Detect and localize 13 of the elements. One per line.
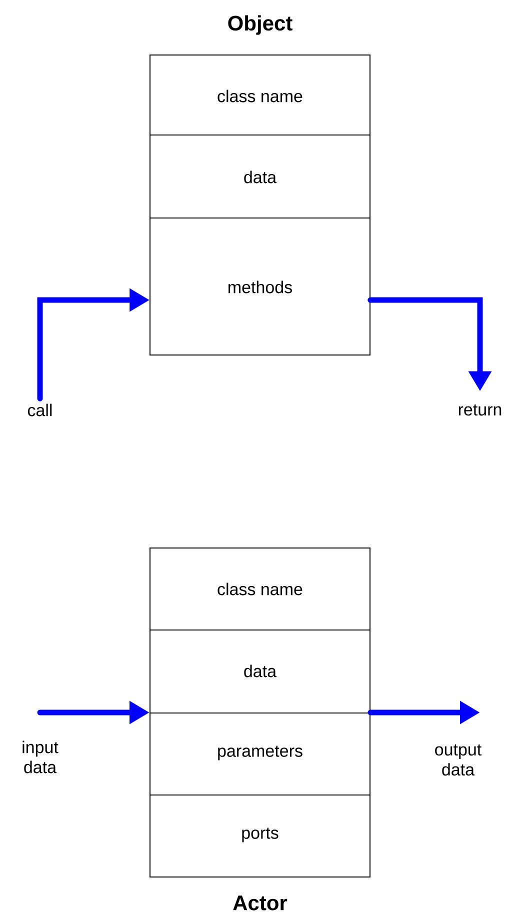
compartment-cell: parameters xyxy=(150,712,370,796)
port-label: call xyxy=(28,404,52,416)
compartment-cell: class name xyxy=(150,548,370,630)
compartment-cell: data xyxy=(150,630,370,714)
port-label: input data xyxy=(22,740,58,774)
box-title: Object xyxy=(228,15,292,35)
box-title: Actor xyxy=(233,896,288,910)
port-label: return xyxy=(458,404,502,416)
compartment-cell: data xyxy=(150,134,370,218)
compartment-cell: class name xyxy=(150,54,370,136)
port-label: output data xyxy=(435,744,482,776)
compartment-cell: methods xyxy=(150,218,370,356)
compartment-cell: ports xyxy=(150,794,370,878)
